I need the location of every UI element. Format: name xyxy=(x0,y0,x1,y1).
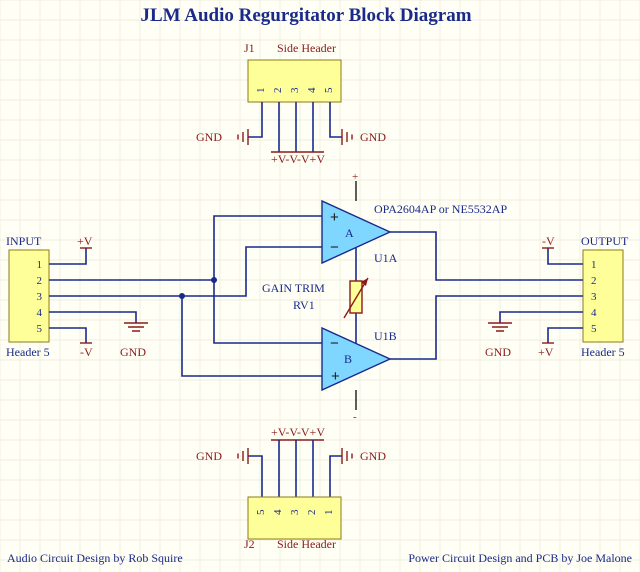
j1-designator: J1 xyxy=(244,41,255,55)
output-pin-label: 3 xyxy=(591,291,597,303)
signal-wires xyxy=(49,215,583,377)
j2-pin-label: 2 xyxy=(306,510,318,516)
input-gnd-label: GND xyxy=(120,345,146,359)
ground-symbol xyxy=(124,322,148,332)
u1b-triangle xyxy=(321,326,392,392)
u1a-plus-symbol: + xyxy=(330,209,339,226)
rv1-arrow-head xyxy=(361,278,368,286)
input-pin-label: 3 xyxy=(37,291,43,303)
input-pin4-wire xyxy=(49,311,137,323)
ground-symbol xyxy=(237,129,249,145)
j1-name: Side Header xyxy=(277,41,336,55)
junction-dot xyxy=(211,277,217,283)
output-pin-label: 1 xyxy=(591,259,597,271)
j1-pin-label: 3 xyxy=(289,87,301,93)
input-minus-v-label: -V xyxy=(80,345,93,359)
u1a-letter: A xyxy=(345,226,354,240)
input-header-body xyxy=(8,249,50,343)
j2-name: Side Header xyxy=(277,537,336,551)
j2-gnd-left-label: GND xyxy=(196,449,222,463)
u1b-opamp: − + B U1B - xyxy=(321,326,397,423)
j2-pin-label: 1 xyxy=(323,510,335,516)
output-pin5-wire xyxy=(547,327,583,343)
u1b-minus-wire xyxy=(213,280,322,344)
input-pin-label: 5 xyxy=(37,323,43,335)
j1-pin1-wire xyxy=(248,102,263,138)
u1a-part-number: OPA2604AP or NE5532AP xyxy=(374,202,507,216)
u1b-plus-symbol: + xyxy=(331,368,340,385)
junction-dot xyxy=(179,293,185,299)
input-pin-label: 2 xyxy=(37,275,43,287)
u1a-output-wire xyxy=(390,231,583,281)
input-pin3-to-u1b-plus-wire xyxy=(49,295,322,377)
j2-rail-labels: +V-V-V+V xyxy=(271,425,325,439)
j1-rail-labels: +V-V-V+V xyxy=(271,152,325,166)
input-pin-label: 1 xyxy=(37,259,43,271)
u1a-minus-symbol: − xyxy=(330,239,339,256)
output-minus-v-label: -V xyxy=(542,234,555,248)
ground-symbol xyxy=(237,448,249,464)
output-pin-label: 4 xyxy=(591,307,597,319)
footer-right-credit: Power Circuit Design and PCB by Joe Malo… xyxy=(408,551,632,565)
rv1-adjust-arrow xyxy=(343,277,369,319)
u1b-supply-label: - xyxy=(353,411,357,423)
u1a-designator: U1A xyxy=(374,251,398,265)
j2-gnd-right-label: GND xyxy=(360,449,386,463)
trim-label: GAIN TRIM xyxy=(262,281,325,295)
output-label: OUTPUT xyxy=(581,234,629,248)
output-header-name: Header 5 xyxy=(581,345,625,359)
j2-designator: J2 xyxy=(244,537,255,551)
u1b-designator: U1B xyxy=(374,329,397,343)
j2-side-header: +V-V-V+V GND GND 5 4 3 2 1 J2 Side Heade… xyxy=(196,425,386,551)
j1-side-header: J1 Side Header 1 2 3 4 5 +V-V-V+V GND GN… xyxy=(196,41,386,166)
input-pin2-to-u1a-plus-wire xyxy=(49,215,322,281)
u1b-output-wire xyxy=(390,295,583,360)
output-pin1-wire xyxy=(547,248,583,265)
input-label: INPUT xyxy=(6,234,42,248)
j2-pin-label: 4 xyxy=(272,509,284,515)
u1b-letter: B xyxy=(344,352,352,366)
output-header-body xyxy=(582,249,624,343)
output-header: OUTPUT 1 2 3 4 5 Header 5 -V GND +V xyxy=(485,234,629,359)
u1a-supply-label: + xyxy=(352,171,358,183)
j1-pin-label: 4 xyxy=(306,87,318,93)
output-pin-label: 5 xyxy=(591,323,597,335)
j1-pin-label: 2 xyxy=(272,88,284,94)
input-pin-label: 4 xyxy=(37,307,43,319)
ground-symbol xyxy=(488,322,512,332)
input-header-name: Header 5 xyxy=(6,345,50,359)
input-pin1-wire xyxy=(49,248,87,265)
j1-pin5-wire xyxy=(329,102,342,138)
output-gnd-label: GND xyxy=(485,345,511,359)
u1b-minus-symbol: − xyxy=(330,335,339,352)
footer-left-credit: Audio Circuit Design by Rob Squire xyxy=(7,551,183,565)
ground-symbol xyxy=(341,448,353,464)
output-pin4-wire xyxy=(499,311,583,323)
u1a-triangle xyxy=(321,199,392,265)
j2-pin1-wire xyxy=(329,455,342,497)
j2-body xyxy=(247,496,342,540)
j2-pin5-wire xyxy=(248,455,263,497)
j2-pin-label: 5 xyxy=(255,509,267,515)
input-pin5-wire xyxy=(49,327,87,343)
u1a-opamp: + + − A OPA2604AP or NE5532AP U1A xyxy=(321,171,507,265)
trim-designator: RV1 xyxy=(293,298,315,312)
j1-pin-label: 1 xyxy=(255,88,267,94)
input-header: INPUT 1 2 3 4 5 Header 5 +V GND -V xyxy=(6,234,148,359)
j1-pin-label: 5 xyxy=(323,87,335,93)
input-plus-v-label: +V xyxy=(77,234,93,248)
j1-body xyxy=(247,59,342,103)
j1-gnd-right-label: GND xyxy=(360,130,386,144)
j1-gnd-left-label: GND xyxy=(196,130,222,144)
u1a-minus-wire xyxy=(182,246,322,297)
diagram-title: JLM Audio Regurgitator Block Diagram xyxy=(140,5,471,26)
output-plus-v-label: +V xyxy=(538,345,554,359)
j2-pin-label: 3 xyxy=(289,509,301,515)
ground-symbol xyxy=(341,129,353,145)
gain-trim-potentiometer: GAIN TRIM RV1 xyxy=(262,277,369,319)
output-pin-label: 2 xyxy=(591,275,597,287)
